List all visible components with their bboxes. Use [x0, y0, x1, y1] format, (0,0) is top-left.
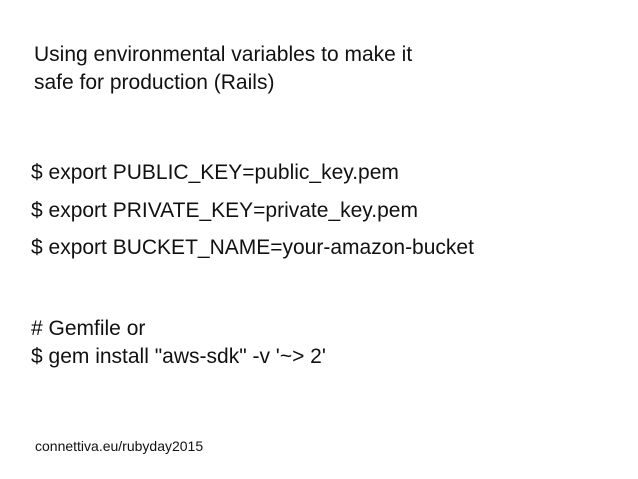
- slide-title-line-2: safe for production (Rails): [34, 71, 275, 94]
- gemfile-comment: # Gemfile or: [31, 317, 146, 340]
- slide-title-line-1: Using environmental variables to make it: [34, 43, 413, 66]
- command-export-public-key: $ export PUBLIC_KEY=public_key.pem: [31, 161, 399, 184]
- command-gem-install: $ gem install "aws-sdk" -v '~> 2': [31, 345, 326, 368]
- command-export-private-key: $ export PRIVATE_KEY=private_key.pem: [31, 199, 418, 222]
- footer-link[interactable]: connettiva.eu/rubyday2015: [35, 438, 204, 454]
- command-export-bucket-name: $ export BUCKET_NAME=your-amazon-bucket: [31, 236, 474, 259]
